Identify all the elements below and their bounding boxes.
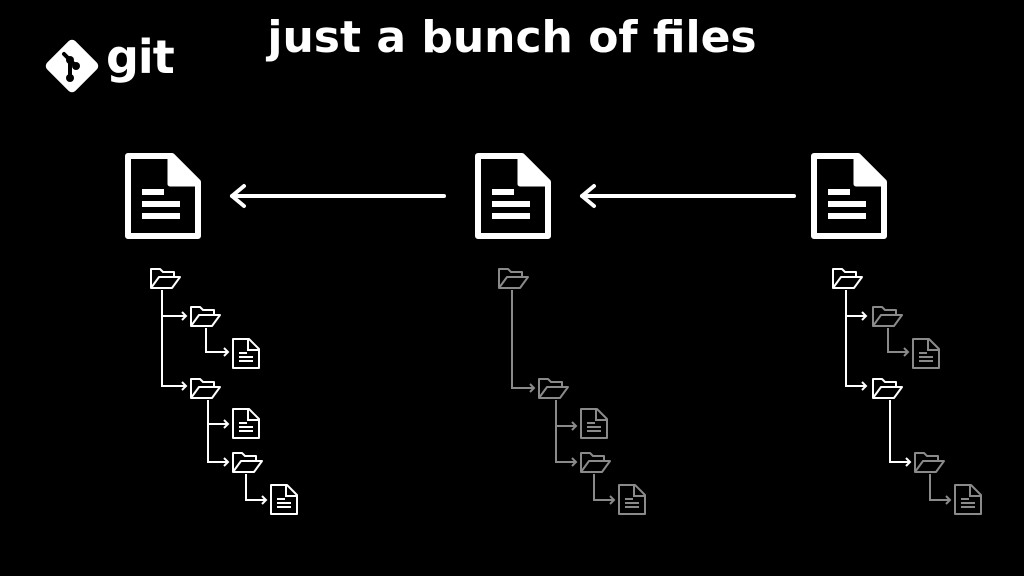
page-title: just a bunch of files	[267, 12, 757, 63]
git-logo-icon	[45, 39, 99, 93]
tree-1-file-b-icon	[232, 408, 260, 439]
tree-2-folder-c-icon	[580, 452, 611, 473]
commit-2-document-icon	[478, 156, 548, 236]
tree-3-file-c-icon	[954, 484, 982, 515]
tree-1-file-a-icon	[232, 338, 260, 369]
tree-3-folder-c-icon	[914, 452, 945, 473]
commit-3-tree	[832, 268, 982, 515]
tree-3-folder-a-icon	[872, 306, 903, 327]
logo-text: git	[106, 30, 175, 84]
tree-3-file-a-icon	[912, 338, 940, 369]
tree-2-file-c-icon	[618, 484, 646, 515]
commit-1-tree	[150, 268, 298, 515]
tree-1-folder-c-icon	[232, 452, 263, 473]
commit-2-tree	[498, 268, 646, 515]
tree-1-folder-a-icon	[190, 306, 221, 327]
tree-1-file-c-icon	[270, 484, 298, 515]
tree-2-folder-b-icon	[538, 378, 569, 399]
tree-2-root-folder-icon	[498, 268, 529, 289]
tree-2-file-b-icon	[580, 408, 608, 439]
parent-arrow-3-to-2	[580, 184, 796, 208]
parent-arrow-2-to-1	[230, 184, 446, 208]
tree-3-folder-b-icon	[872, 378, 903, 399]
tree-1-folder-b-icon	[190, 378, 221, 399]
commit-1-document-icon	[128, 156, 198, 236]
commit-3-document-icon	[814, 156, 884, 236]
tree-3-root-folder-icon	[832, 268, 863, 289]
tree-1-root-folder-icon	[150, 268, 181, 289]
